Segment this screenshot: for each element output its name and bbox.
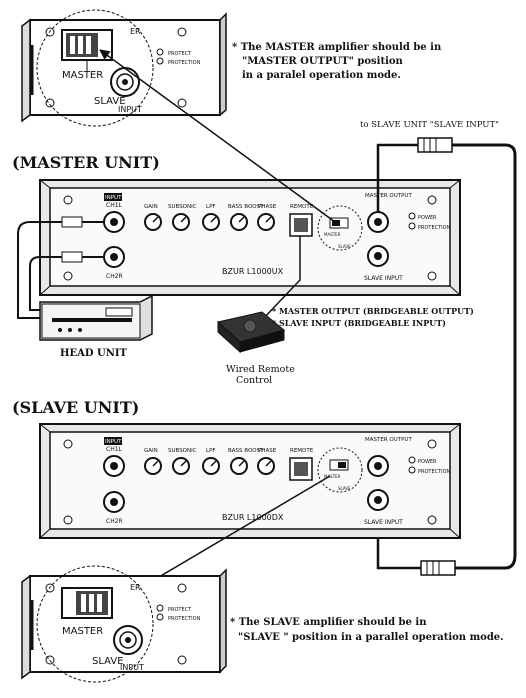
master-switch-s: SLAVE [338, 244, 351, 249]
slave-model-label: BZUR L1000DX [222, 513, 284, 522]
master-model-label: BZUR L1000UX [222, 267, 284, 276]
master-knob-label-lpf: LPF [206, 204, 216, 210]
slave-knob-label-gain: GAIN [144, 448, 158, 454]
remote-cable [261, 236, 301, 321]
master-protection-label: PROTECTION [418, 225, 451, 231]
slave-knob-phase-icon [257, 457, 275, 475]
slave-knob-gain-icon [144, 457, 162, 475]
slave-unit-title: (SLAVE UNIT) [12, 398, 139, 417]
top-led1-label: PROTECT [168, 51, 192, 57]
top-note-line2: "MASTER OUTPUT" position [242, 56, 404, 67]
master-power-label: POWER [418, 215, 437, 221]
master-knob-gain-icon [144, 213, 162, 231]
head-unit-label: HEAD UNIT [60, 348, 128, 359]
master-knob-bass-icon [230, 213, 248, 231]
master-ch2r-label: CH2R [106, 273, 123, 280]
remote-label-line2: Control [236, 375, 272, 386]
bottom-led2-label: PROTECTION [168, 616, 201, 622]
master-amplifier: INPUT CH1L CH2R GAIN SUBSONIC LPF BASS B… [39, 179, 461, 296]
bottom-input-label: INPUT [120, 663, 144, 672]
to-slave-label: to SLAVE UNIT "SLAVE INPUT" [360, 120, 499, 130]
bottom-inset: MASTER SLAVE INPUT ER PROTECT PROTECTION [21, 565, 227, 683]
slave-slave-input-label: SLAVE INPUT [364, 519, 403, 526]
head-unit: HEAD UNIT [39, 294, 153, 359]
slave-knob-subsonic-icon [172, 457, 190, 475]
master-knob-label-gain: GAIN [144, 204, 158, 210]
slave-power-label: POWER [418, 459, 437, 465]
top-input-label: INPUT [118, 105, 142, 114]
slave-ch1l-label: CH1L [106, 446, 123, 453]
rca-cables [17, 216, 104, 319]
slave-switch-s: SLAVE [338, 486, 351, 491]
slave-amplifier: INPUT CH1L CH2R GAIN SUBSONIC LPF BASS B… [39, 423, 461, 539]
slave-remote-label: REMOTE [290, 448, 314, 454]
slave-switch-m: MASTER [324, 474, 341, 479]
slave-knob-label-bass: BASS BOOST [228, 448, 264, 454]
bottom-partial-label: ER [130, 583, 141, 592]
master-knob-lpf-icon [202, 213, 220, 231]
master-input-label: INPUT [105, 195, 122, 201]
master-knob-phase-icon [257, 213, 275, 231]
bottom-master-label: MASTER [62, 626, 103, 637]
slave-protection-label: PROTECTION [418, 469, 451, 475]
slave-knob-lpf-icon [202, 457, 220, 475]
top-master-label: MASTER [62, 70, 103, 81]
master-master-output-label: MASTER OUTPUT [365, 193, 412, 199]
master-ch1l-label: CH1L [106, 202, 123, 209]
remote-label-line1: Wired Remote [226, 364, 295, 375]
master-knob-label-subsonic: SUBSONIC [168, 204, 197, 210]
slave-knob-label-lpf: LPF [206, 448, 216, 454]
master-unit-title: (MASTER UNIT) [12, 153, 160, 172]
slave-ch2r-label: CH2R [106, 518, 123, 525]
top-note-line3: in a paralel operation mode. [242, 70, 401, 81]
bottom-slave-label: SLAVE [92, 656, 124, 667]
master-switch-m: MASTER [324, 232, 341, 237]
top-slave-label: SLAVE [94, 96, 126, 107]
master-knob-label-phase: PHASE [258, 204, 277, 210]
bottom-note-line2: "SLAVE " position in a parallel operatio… [238, 632, 504, 643]
slave-input-label: INPUT [105, 439, 122, 445]
slave-master-output-label: MASTER OUTPUT [365, 437, 412, 443]
bottom-led1-label: PROTECT [168, 607, 192, 613]
master-switch-arrow [99, 49, 336, 223]
master-knob-label-bass: BASS BOOST [228, 204, 264, 210]
master-remote-label: REMOTE [290, 204, 314, 210]
master-knob-subsonic-icon [172, 213, 190, 231]
wired-remote-icon: Wired Remote Control [216, 311, 295, 386]
top-note-line1: * The MASTER amplifier should be in [232, 42, 442, 53]
master-note-line2: * SLAVE INPUT (BRIDGEABLE INPUT) [272, 318, 446, 328]
master-slave-input-label: SLAVE INPUT [364, 275, 403, 282]
slave-knob-bass-icon [230, 457, 248, 475]
top-note: * The MASTER amplifier should be in "MAS… [232, 42, 442, 81]
top-led2-label: PROTECTION [168, 60, 201, 66]
top-partial-label: ER [130, 27, 141, 36]
bottom-note-line1: * The SLAVE amplifier should be in [230, 617, 427, 628]
master-note-line1: * MASTER OUTPUT (BRIDGEABLE OUTPUT) [272, 306, 474, 316]
slave-knob-label-subsonic: SUBSONIC [168, 448, 197, 454]
slave-knob-label-phase: PHASE [258, 448, 277, 454]
